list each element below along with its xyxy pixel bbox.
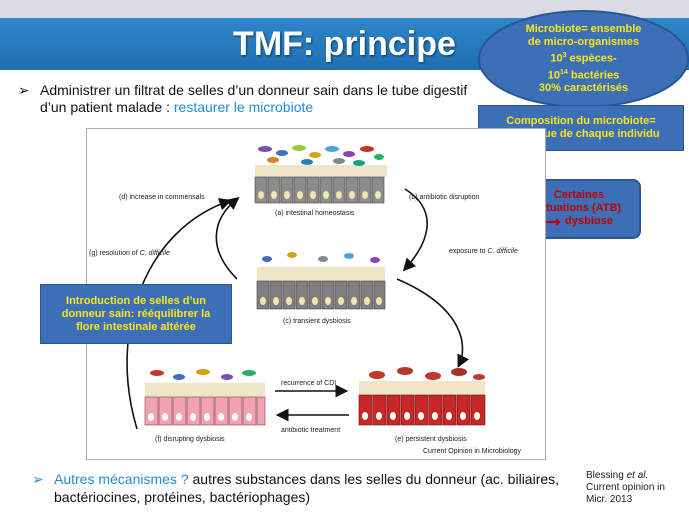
main-bullet-highlight: restaurer le microbiote [173, 99, 314, 115]
arrow-exposure [396, 278, 470, 368]
epithelium-e [358, 367, 486, 426]
main-bullet: ➢ Administrer un filtrat de selles d’un … [18, 82, 478, 116]
ellipse-line-4: 1014 bactéries [547, 68, 620, 82]
label-b: (b) antibiotic disruption [409, 194, 480, 201]
label-d: (d) increase in commensals [119, 194, 205, 201]
ellipse-line-1: Microbiote= ensemble [525, 22, 642, 35]
bullet-arrow-icon: ➢ [18, 82, 30, 98]
red-arrow-icon [545, 217, 562, 226]
arrow-increase-commensals [215, 196, 240, 280]
label-e: (e) persistent dysbiosis [395, 436, 467, 443]
reference: Blessing et al. Current opinion in Micr.… [586, 470, 686, 506]
microbiote-definition-ellipse: Microbiote= ensemble de micro-organismes… [478, 10, 689, 108]
label-c: (c) transient dysbiosis [283, 318, 351, 325]
bottom-bullet-text: Autres mécanismes ? autres substances da… [54, 471, 560, 505]
bottom-arrow-icon: ➢ [32, 471, 44, 487]
introduction-box: Introduction de selles d’un donneur sain… [40, 284, 232, 344]
intro-line-2: donneur sain: rééquilibrer la [61, 307, 211, 320]
figure-diagram: (a) intestinal homeostasis [89, 145, 522, 455]
top-band [0, 0, 689, 18]
reference-line-2: Current opinion in [586, 482, 665, 493]
label-a: (a) intestinal homeostasis [275, 210, 355, 217]
figure-credit: Current Opinion in Microbiology [423, 448, 522, 455]
label-g: (g) resolution of C. difficile [89, 250, 170, 257]
label-antibiotic-treatment: antibiotic treatment [281, 427, 340, 434]
label-exposure: exposure to C. difficile [449, 248, 518, 255]
label-recurrence: recurrence of CDI [281, 380, 336, 387]
epithelium-c [256, 252, 386, 310]
arrow-antibiotic-disruption [402, 188, 428, 272]
ellipse-line-5: 30% caractérisés [538, 82, 629, 95]
composition-line-1: Composition du microbiote= [506, 115, 656, 127]
intro-line-1: Introduction de selles d’un [66, 294, 206, 307]
bottom-bullet: ➢ Autres mécanismes ? autres substances … [32, 470, 562, 506]
reference-line-1: Blessing et al. [586, 470, 649, 481]
intro-line-3: flore intestinale altérée [76, 320, 196, 333]
bottom-bullet-highlight: Autres mécanismes ? [54, 471, 189, 487]
atb-line-3: dysbiose [519, 215, 639, 228]
atb-line-2: situations (ATB) [536, 202, 622, 214]
reference-line-3: Micr. 2013 [586, 494, 633, 505]
main-bullet-text: Administrer un filtrat de selles d’un do… [40, 82, 468, 115]
atb-line-1: Certaines [553, 189, 605, 201]
label-f: (f) disrupting dysbiosis [155, 436, 225, 443]
epithelium-f [144, 369, 266, 426]
epithelium-a [254, 145, 387, 204]
ellipse-line-2: de micro-organismes [527, 35, 640, 48]
slide-title: TMF: principe [233, 25, 456, 63]
ellipse-line-3: 103 espèces- [550, 51, 617, 65]
